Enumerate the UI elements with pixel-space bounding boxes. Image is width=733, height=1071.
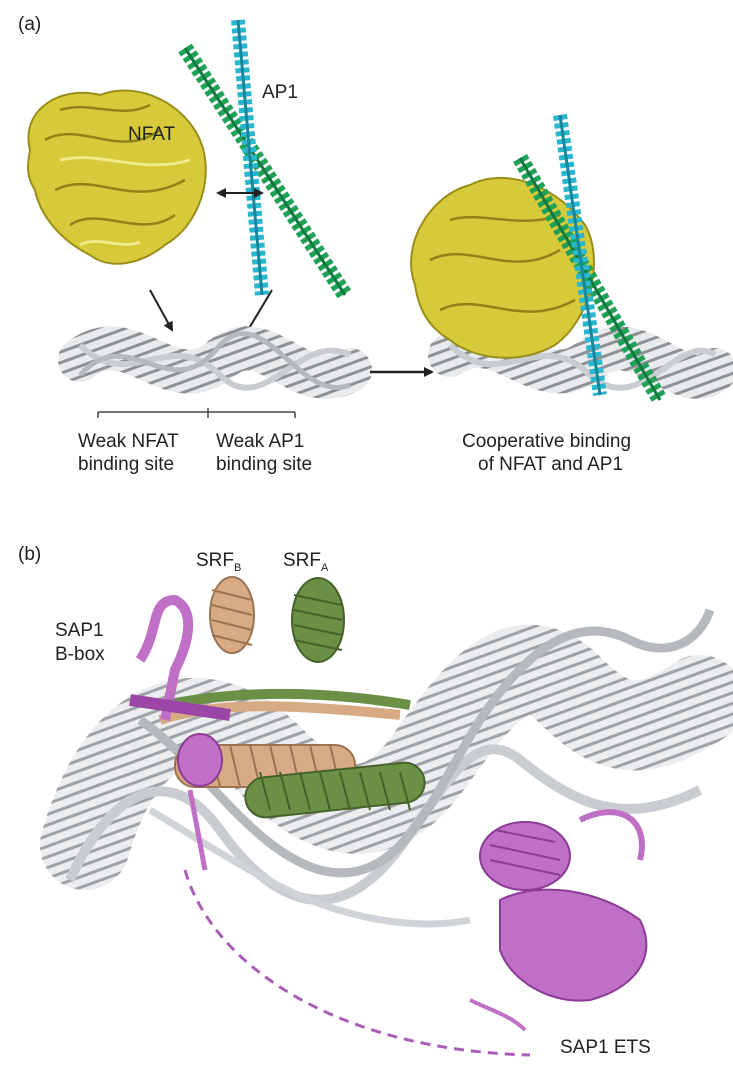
nfat-structure <box>27 89 207 265</box>
nfat-binding-arrow <box>149 289 173 332</box>
weak-ap1-line2: binding site <box>216 454 312 475</box>
srf-a-label: SRFA <box>283 550 329 574</box>
binding-site-brackets <box>97 408 296 418</box>
sap1-linker-dashed <box>183 869 531 1057</box>
nfat-label: NFAT <box>128 124 176 145</box>
dna-helix-left <box>58 326 372 399</box>
coop-line2: of NFAT and AP1 <box>478 454 623 475</box>
coop-line1: Cooperative binding <box>462 431 631 452</box>
cooperative-complex <box>410 114 733 405</box>
sap1-ets-label: SAP1 ETS <box>560 1037 651 1058</box>
srf-b-label: SRFB <box>196 550 241 574</box>
sap1-bbox-line1: SAP1 <box>55 620 104 641</box>
sap1-ets-structure <box>469 809 648 1032</box>
weak-ap1-line1: Weak AP1 <box>216 431 304 452</box>
panel-b-label: (b) <box>18 544 41 565</box>
weak-nfat-line1: Weak NFAT <box>78 431 179 452</box>
panel-a-label: (a) <box>18 14 41 35</box>
srf-a-structure <box>164 577 411 710</box>
ap1-label: AP1 <box>262 82 298 103</box>
sap1-bbox-structure <box>129 594 231 871</box>
weak-nfat-line2: binding site <box>78 454 174 475</box>
ap1-structure <box>178 19 352 300</box>
sap1-bbox-line2: B-box <box>55 644 105 665</box>
